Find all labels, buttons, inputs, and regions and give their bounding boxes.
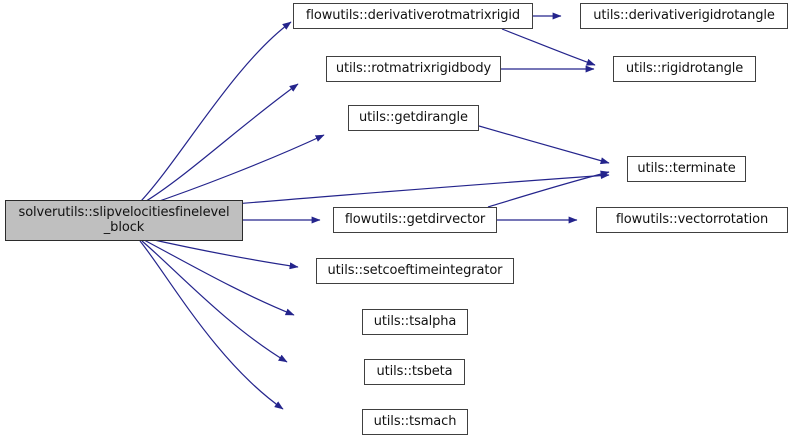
node-tsalpha[interactable]: utils::tsalpha bbox=[362, 309, 468, 335]
node-label-derivativerigidrotangle: utils::derivativerigidrotangle bbox=[593, 7, 775, 23]
node-terminate[interactable]: utils::terminate bbox=[627, 156, 746, 182]
node-derivativerotmatrixrigid[interactable]: flowutils::derivativerotmatrixrigid bbox=[293, 3, 533, 29]
node-label-tsbeta: utils::tsbeta bbox=[376, 363, 453, 379]
call-edge-getdirangle-to-terminate bbox=[478, 125, 610, 165]
call-edge-derivativerotmatrixrigid-to-rigidrotangle bbox=[501, 28, 596, 66]
call-edge-root-to-tsalpha bbox=[143, 239, 295, 316]
node-getdirangle[interactable]: utils::getdirangle bbox=[348, 105, 479, 131]
call-edge-root-to-tsmach bbox=[139, 240, 284, 410]
node-label-vectorrotation: flowutils::vectorrotation bbox=[615, 211, 769, 227]
node-label-derivativerotmatrixrigid: flowutils::derivativerotmatrixrigid bbox=[305, 7, 521, 23]
node-getdirvector[interactable]: flowutils::getdirvector bbox=[333, 207, 497, 233]
node-label-root: solverutils::slipvelocitiesfinelevel _bl… bbox=[18, 204, 230, 235]
node-rigidrotangle[interactable]: utils::rigidrotangle bbox=[613, 56, 756, 82]
node-label-tsmach: utils::tsmach bbox=[373, 413, 457, 429]
call-edge-root-to-getdirangle bbox=[144, 134, 325, 207]
node-label-rotmatrixrigidbody: utils::rotmatrixrigidbody bbox=[335, 60, 492, 76]
node-setcoeftimeintegrator[interactable]: utils::setcoeftimeintegrator bbox=[316, 258, 514, 284]
node-label-getdirvector: flowutils::getdirvector bbox=[344, 211, 486, 227]
node-label-tsalpha: utils::tsalpha bbox=[373, 313, 457, 329]
call-edge-root-to-setcoeftimeintegrator bbox=[144, 237, 299, 270]
node-tsmach[interactable]: utils::tsmach bbox=[362, 409, 468, 435]
node-tsbeta[interactable]: utils::tsbeta bbox=[364, 359, 465, 385]
node-rotmatrixrigidbody[interactable]: utils::rotmatrixrigidbody bbox=[326, 56, 501, 82]
node-label-terminate: utils::terminate bbox=[637, 160, 736, 176]
call-edge-root-to-tsbeta bbox=[141, 240, 288, 363]
call-edge-getdirvector-to-terminate bbox=[487, 170, 610, 208]
node-label-rigidrotangle: utils::rigidrotangle bbox=[625, 60, 744, 76]
call-edge-root-to-rotmatrixrigidbody bbox=[142, 83, 299, 204]
node-label-getdirangle: utils::getdirangle bbox=[359, 109, 468, 125]
node-derivativerigidrotangle[interactable]: utils::derivativerigidrotangle bbox=[580, 3, 788, 29]
node-vectorrotation[interactable]: flowutils::vectorrotation bbox=[596, 207, 788, 233]
node-label-setcoeftimeintegrator: utils::setcoeftimeintegrator bbox=[327, 262, 503, 278]
node-root[interactable]: solverutils::slipvelocitiesfinelevel _bl… bbox=[5, 200, 243, 241]
call-edge-root-to-derivativerotmatrixrigid bbox=[140, 21, 292, 202]
